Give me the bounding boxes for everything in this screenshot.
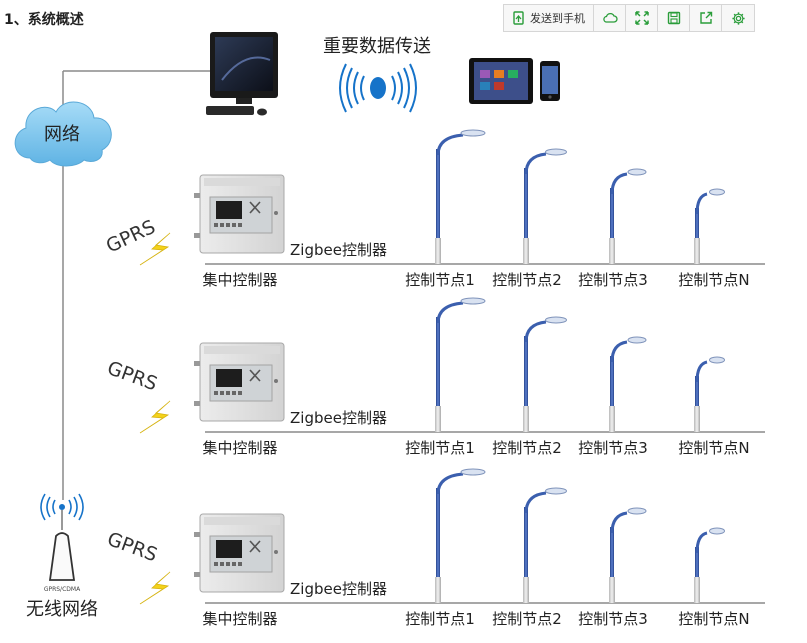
concentrator-box (194, 513, 285, 593)
send-to-phone-label: 发送到手机 (530, 12, 585, 25)
lightning-icon (139, 571, 171, 605)
control-node-label: 控制节点1 (405, 610, 475, 628)
save-icon (667, 11, 680, 25)
mouse-icon (257, 108, 267, 116)
tower-signal-icon (40, 493, 84, 521)
lightning-icon (139, 232, 171, 266)
street-lamp-icon (523, 316, 567, 432)
concentrator-label: 集中控制器 (202, 439, 277, 457)
keyboard-icon (206, 106, 254, 115)
zigbee-label: Zigbee控制器 (290, 409, 387, 427)
street-lamp-icon (694, 188, 725, 264)
control-node-label: 控制节点2 (492, 271, 562, 289)
street-lamp-icon (609, 336, 647, 432)
street-lamp-icon (435, 129, 486, 264)
cell-tower: GPRS/CDMA 无线网络 (26, 493, 98, 620)
transfer-label: 重要数据传送 (323, 36, 431, 57)
cloud-button[interactable] (594, 5, 626, 31)
control-node-label: 控制节点2 (492, 439, 562, 457)
network-cloud: 网络 (14, 101, 112, 167)
control-node-label: 控制节点2 (492, 610, 562, 628)
fullscreen-button[interactable] (626, 5, 658, 31)
network-cloud-label: 网络 (44, 124, 80, 145)
zigbee-label: Zigbee控制器 (290, 241, 387, 259)
settings-icon (731, 11, 745, 25)
expand-icon (634, 11, 649, 25)
send-to-phone-button[interactable]: 发送到手机 (504, 5, 594, 31)
concentrator-box (194, 174, 285, 254)
send-phone-icon (513, 11, 524, 25)
control-node-label: 控制节点3 (578, 610, 648, 628)
street-lamp-icon (609, 507, 647, 603)
control-node-label: 控制节点N (678, 271, 749, 289)
gprs-label: GPRS (104, 528, 160, 566)
control-node-label: 控制节点1 (405, 271, 475, 289)
concentrator-box (194, 342, 285, 422)
wireless-network-label: 无线网络 (26, 599, 98, 620)
cloud-icon (602, 12, 618, 23)
street-lamp-icon (523, 148, 567, 264)
concentrator-label: 集中控制器 (202, 610, 277, 628)
street-lamp-icon (523, 487, 567, 603)
settings-button[interactable] (722, 5, 754, 31)
save-button[interactable] (658, 5, 690, 31)
control-node-label: 控制节点1 (405, 439, 475, 457)
control-node-label: 控制节点3 (578, 439, 648, 457)
page-heading: 1、系统概述 (4, 12, 84, 28)
lightning-icon (139, 400, 171, 434)
gprs-label: GPRS (104, 357, 160, 395)
tower-caption: GPRS/CDMA (44, 586, 81, 593)
share-icon (699, 11, 712, 24)
control-node-label: 控制节点N (678, 610, 749, 628)
share-button[interactable] (690, 5, 722, 31)
zigbee-label: Zigbee控制器 (290, 580, 387, 598)
concentrator-label: 集中控制器 (202, 271, 277, 289)
gprs-label: GPRS (103, 216, 159, 258)
street-lamp-icon (435, 468, 486, 603)
street-lamp-icon (609, 168, 647, 264)
wireless-signal-icon (339, 63, 417, 113)
desktop-computer (206, 32, 278, 116)
street-lamp-icon (694, 527, 725, 603)
street-lamp-icon (435, 297, 486, 432)
street-lamp-icon (694, 356, 725, 432)
toolbar: 发送到手机 (503, 4, 755, 32)
control-node-label: 控制节点3 (578, 271, 648, 289)
tablet-device (469, 58, 533, 104)
control-node-label: 控制节点N (678, 439, 749, 457)
mobile-phone (540, 61, 560, 101)
